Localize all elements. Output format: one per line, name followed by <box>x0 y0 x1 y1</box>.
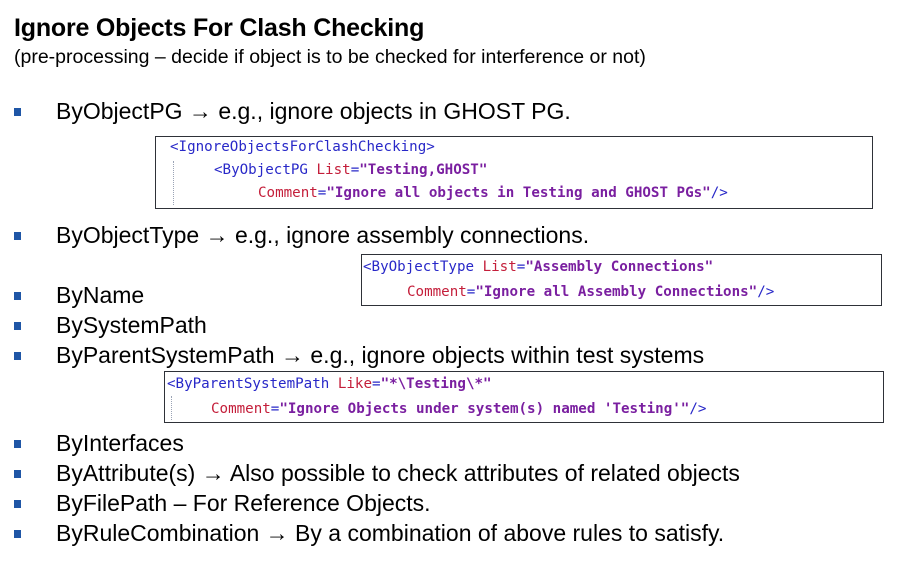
bullet-marker <box>14 352 21 360</box>
code-block-by-object-type: <ByObjectType List="Assembly Connections… <box>361 254 882 306</box>
code-line: Comment="Ignore Objects under system(s) … <box>211 401 707 417</box>
bullet-marker <box>14 292 21 300</box>
bullet-text: ByName <box>56 282 145 308</box>
code-line: <IgnoreObjectsForClashChecking> <box>170 139 435 155</box>
code-block-by-parent-system-path: <ByParentSystemPath Like="*\Testing\*" C… <box>164 371 884 423</box>
bullet-text: ByRuleCombination → By a combination of … <box>56 520 725 546</box>
bullet-text: ByFilePath – For Reference Objects. <box>56 490 431 516</box>
code-block-by-object-pg: <IgnoreObjectsForClashChecking> <ByObjec… <box>155 136 873 209</box>
bullet-marker <box>14 232 21 240</box>
bullet-text: ByAttribute(s) → Also possible to check … <box>56 460 740 486</box>
code-line: Comment="Ignore all objects in Testing a… <box>258 185 728 201</box>
slide-title: Ignore Objects For Clash Checking <box>14 14 425 42</box>
bullet-text: ByObjectType → e.g., ignore assembly con… <box>56 222 590 248</box>
bullet-text: BySystemPath <box>56 312 207 338</box>
bullet-text: ByObjectPG → e.g., ignore objects in GHO… <box>56 98 571 124</box>
code-line: <ByObjectPG List="Testing,GHOST" <box>214 162 488 178</box>
bullet-marker <box>14 530 21 538</box>
bullet-text: ByParentSystemPath → e.g., ignore object… <box>56 342 705 368</box>
bullet-text: ByInterfaces <box>56 430 184 456</box>
bullet-marker <box>14 500 21 508</box>
bullet-marker <box>14 470 21 478</box>
slide-subtitle: (pre-processing – decide if object is to… <box>14 46 646 68</box>
code-line: <ByObjectType List="Assembly Connections… <box>363 259 714 275</box>
code-line: Comment="Ignore all Assembly Connections… <box>407 284 775 300</box>
code-line: <ByParentSystemPath Like="*\Testing\*" <box>167 376 492 392</box>
bullet-marker <box>14 108 21 116</box>
bullet-marker <box>14 322 21 330</box>
bullet-marker <box>14 440 21 448</box>
